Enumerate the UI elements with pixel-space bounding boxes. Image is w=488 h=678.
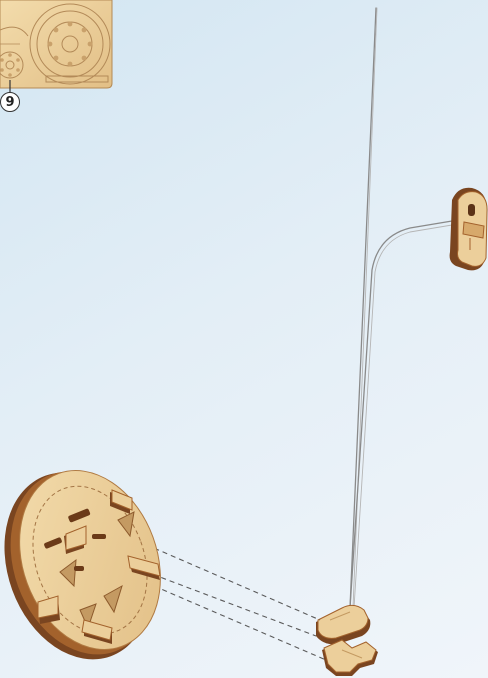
step-number-badge: 9 (0, 92, 20, 112)
rubber-strings (350, 8, 458, 608)
tip-clamp (450, 188, 487, 271)
base-connector (316, 605, 378, 676)
sheet-preview (0, 0, 112, 92)
wheel-disc (0, 451, 184, 678)
